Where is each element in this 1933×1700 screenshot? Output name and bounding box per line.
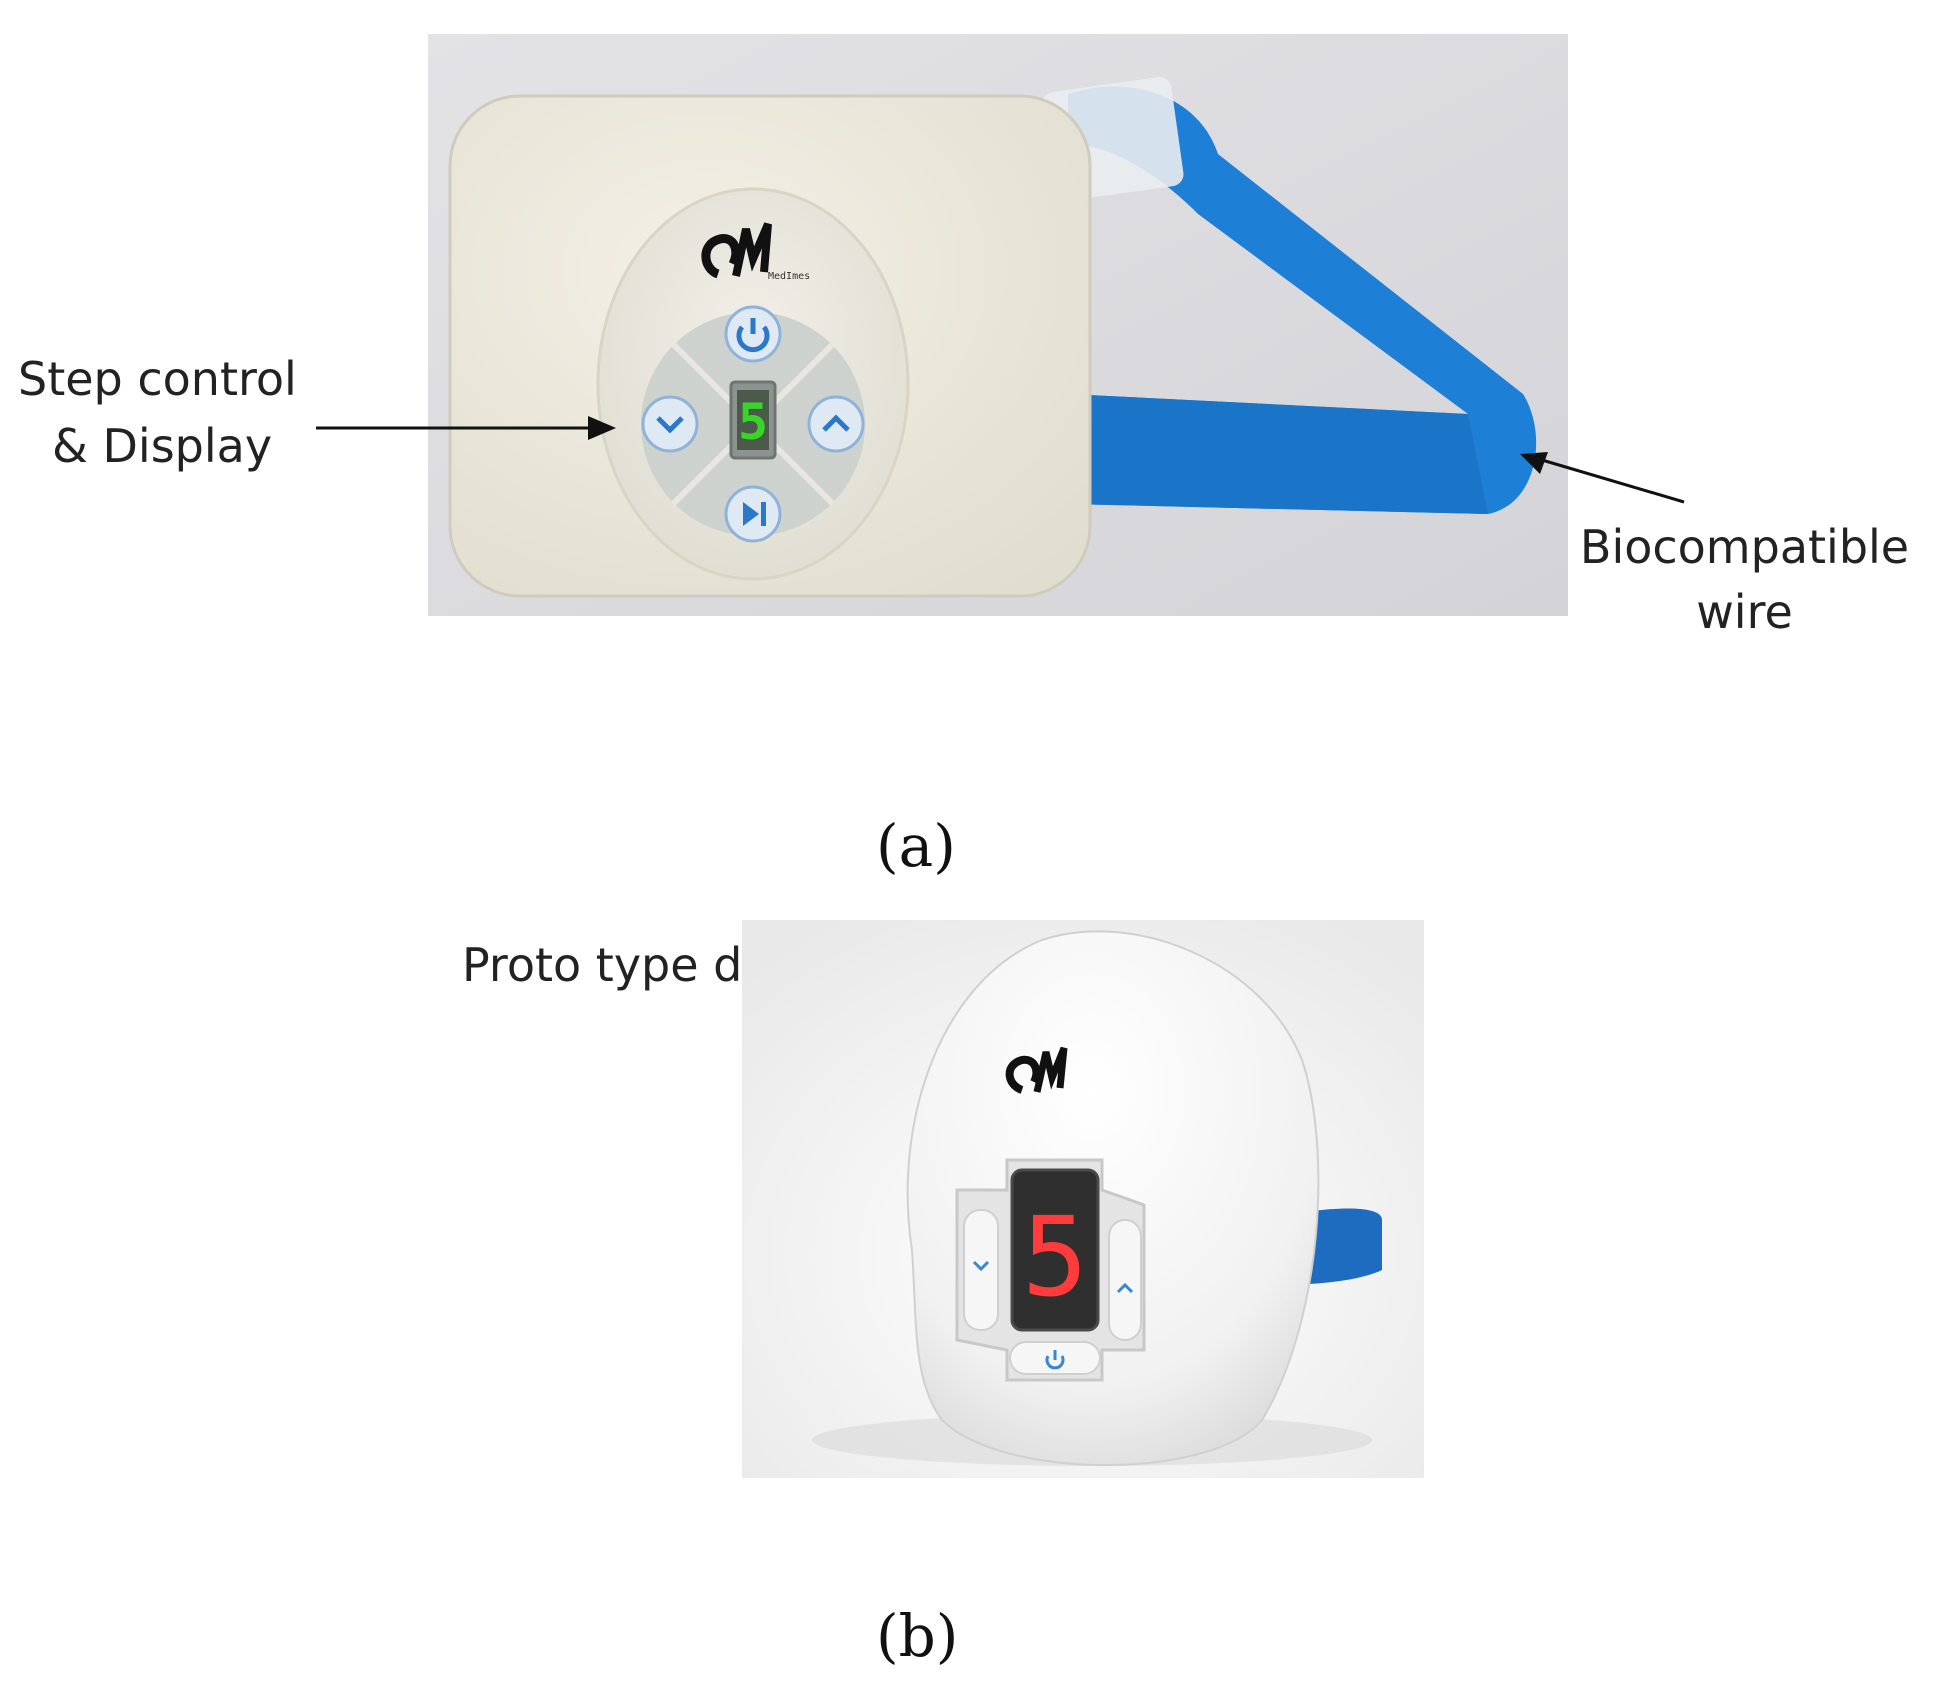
prototype-step-up-button[interactable] xyxy=(1108,1219,1142,1341)
prototype-power-button[interactable] xyxy=(1009,1341,1101,1375)
chevron-down-icon xyxy=(656,416,684,434)
step-up-button[interactable] xyxy=(807,395,865,453)
callout-wire-line1: Biocompatible xyxy=(1579,520,1910,574)
skip-next-button[interactable] xyxy=(724,485,782,543)
chevron-up-icon xyxy=(1116,1282,1134,1294)
step-display: 5 xyxy=(729,380,777,460)
brand-logo: MedImes xyxy=(701,222,810,282)
skip-next-icon xyxy=(743,502,766,526)
panel-label-a: (a) xyxy=(876,812,956,880)
svg-text:MedImes: MedImes xyxy=(768,271,810,282)
callout-step-control-line2: & Display xyxy=(52,419,273,474)
step-display-value: 5 xyxy=(738,393,768,451)
device-photo-a-svg: MedImes xyxy=(428,34,1568,616)
chevron-down-icon xyxy=(972,1260,990,1272)
brand-logo xyxy=(1005,1046,1068,1094)
chevron-up-icon xyxy=(822,414,850,432)
biocompatible-wire xyxy=(1042,77,1537,514)
power-button[interactable] xyxy=(724,305,782,363)
panel-label-b: (b) xyxy=(876,1602,959,1670)
prototype-render-svg: 5 xyxy=(742,920,1424,1478)
prototype-step-down-button[interactable] xyxy=(963,1209,999,1331)
callout-arrow-right xyxy=(1520,452,1685,504)
prototype-display-value: 5 xyxy=(1022,1193,1088,1321)
device-photo-a: MedImes xyxy=(428,34,1568,616)
callout-wire-line2: wire xyxy=(1696,585,1793,640)
prototype-display: 5 xyxy=(1010,1168,1100,1332)
step-down-button[interactable] xyxy=(641,395,699,453)
callout-biocompatible-wire: Biocompatible wire xyxy=(1572,520,1917,640)
prototype-render-b: 5 xyxy=(742,920,1424,1478)
callout-step-control: Step control & Display xyxy=(18,352,297,474)
power-icon xyxy=(736,318,770,353)
callout-step-control-line1: Step control xyxy=(18,352,297,406)
power-icon xyxy=(1045,1350,1065,1370)
callout-arrow-left xyxy=(316,416,616,440)
